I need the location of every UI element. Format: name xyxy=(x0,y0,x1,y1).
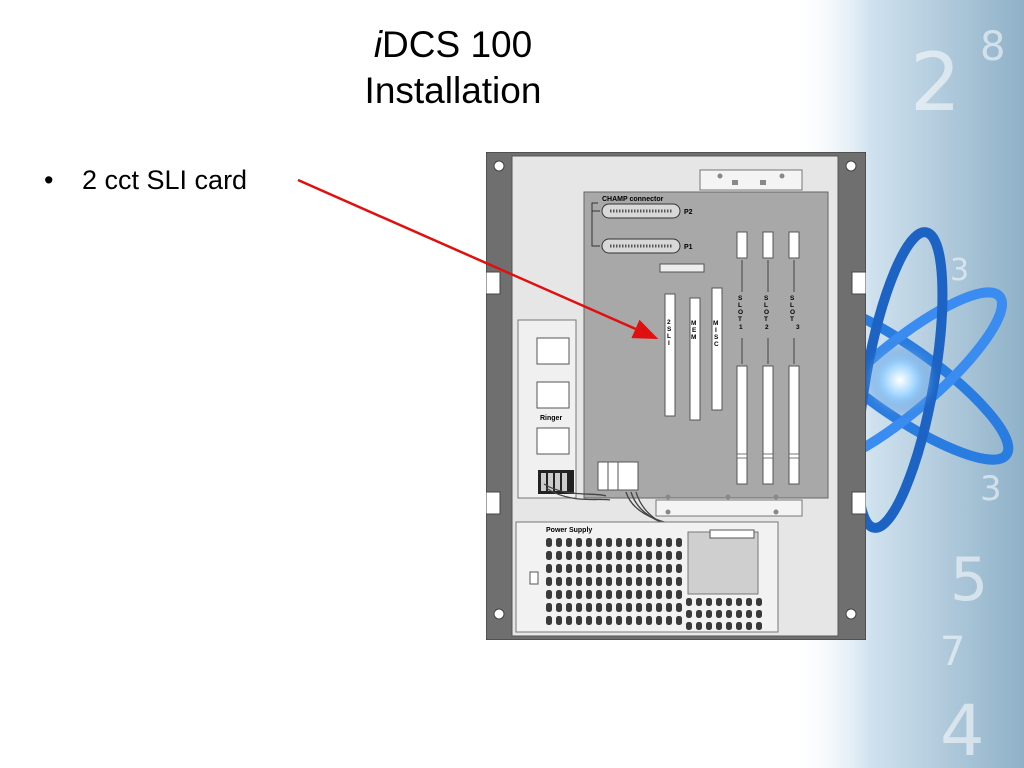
bottom-bracket xyxy=(655,499,803,517)
mount-tab-right-bottom xyxy=(851,491,866,515)
svg-text:8: 8 xyxy=(980,24,1005,70)
mount-tab-left-bottom xyxy=(486,491,501,515)
ringer-port-1 xyxy=(536,337,570,365)
svg-text:5: 5 xyxy=(950,545,988,615)
p2-label: P2 xyxy=(684,209,693,216)
title-line-1: iDCS 100 xyxy=(300,22,606,68)
ringer-port-2 xyxy=(536,381,570,409)
bullet-symbol: • xyxy=(44,165,54,195)
power-supply-module xyxy=(687,531,759,595)
top-bracket xyxy=(699,169,803,191)
ringer-label: Ringer xyxy=(540,415,562,422)
bullet-item: • 2 cct SLI card xyxy=(44,162,247,198)
svg-text:3: 3 xyxy=(950,253,969,288)
power-switch xyxy=(529,571,539,585)
p1-label: P1 xyxy=(684,244,693,251)
svg-text:2: 2 xyxy=(910,36,961,129)
champ-connector-label: CHAMP connector xyxy=(602,196,664,203)
power-supply-label: Power Supply xyxy=(546,527,592,534)
card-2sli xyxy=(664,293,676,417)
title-line-2: Installation xyxy=(364,70,542,111)
card-mem xyxy=(689,297,701,421)
slide-title: iDCS 100 Installation xyxy=(300,22,606,114)
mount-tab-right-top xyxy=(851,271,866,295)
title-prefix: i xyxy=(373,24,383,65)
bullet-text: 2 cct SLI card xyxy=(82,165,248,195)
svg-text:4: 4 xyxy=(940,690,985,768)
card-misc xyxy=(711,287,723,411)
power-supply-vents xyxy=(546,538,762,630)
svg-text:3: 3 xyxy=(980,469,1002,509)
mount-screws xyxy=(493,160,857,620)
title-product: DCS 100 xyxy=(382,24,533,65)
board-header xyxy=(659,263,705,273)
svg-text:7: 7 xyxy=(940,629,965,675)
ringer-port-3 xyxy=(536,427,570,455)
mount-tab-left-top xyxy=(486,271,501,295)
